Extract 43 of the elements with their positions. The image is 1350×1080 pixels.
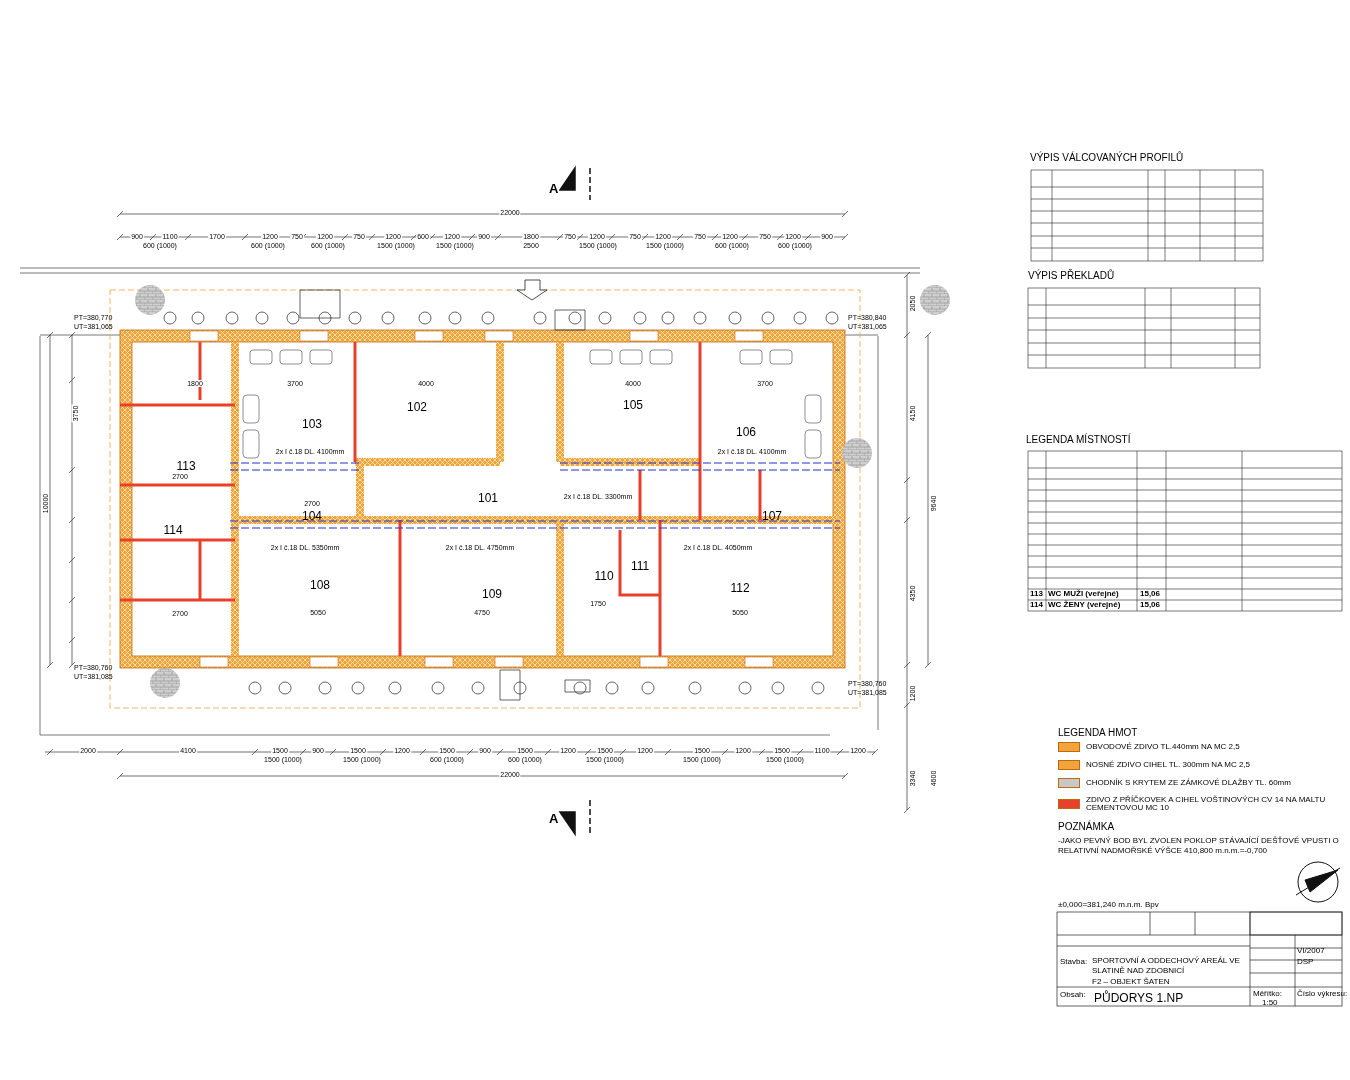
room-number: 111 <box>630 560 650 572</box>
note-text: -JAKO PEVNÝ BOD BYL ZVOLEN POKLOP STÁVAJÍCÍ DEŠŤOVÉ VPUSTI O RELATIVNÍ NADMOŘSKÉ VÝŠCE 410,800 m.n.m.=-0,700 <box>1058 836 1340 856</box>
legend-text: OBVODOVÉ ZDIVO TL.440mm NA MC 2,5 <box>1086 743 1241 751</box>
section-label: A <box>548 182 560 195</box>
room-number: 114 <box>163 524 183 536</box>
room-number: 106 <box>736 426 756 438</box>
room-number: 105 <box>623 399 643 411</box>
room-number: 101 <box>478 492 498 504</box>
title-block-text: VI/2007 <box>1297 946 1325 956</box>
legend-text: ZDIVO Z PŘÍČKOVEK A CIHEL VOŠTINOVÝCH CV 14 NA MALTU CEMENTOVOU MC 10 <box>1086 796 1327 812</box>
title-block-text: Měřítko: <box>1253 989 1282 999</box>
room-number: 110 <box>594 570 614 582</box>
room-number: 112 <box>730 582 750 594</box>
table-heading: LEGENDA HMOT <box>1058 728 1138 738</box>
table-heading: VÝPIS VÁLCOVANÝCH PROFILŮ <box>1030 153 1184 163</box>
section-label: A <box>548 812 560 825</box>
title-block-text: DSP <box>1297 957 1314 967</box>
room-number: 103 <box>302 418 322 430</box>
legend-text: CHODNÍK S KRYTEM ZE ZÁMKOVÉ DLAŽBY TL. 60mm <box>1086 779 1292 787</box>
room-number: 102 <box>407 401 427 413</box>
table-heading: LEGENDA MÍSTNOSTÍ <box>1026 435 1131 445</box>
room-number: 108 <box>310 579 330 591</box>
legend-text: NOSNÉ ZDIVO CIHEL TL. 300mm NA MC 2,5 <box>1086 761 1252 769</box>
room-number: 113 <box>176 460 196 472</box>
table-cell-text: 113 <box>1030 590 1043 598</box>
title-block-text: F2 – OBJEKT ŠATEN <box>1092 977 1170 987</box>
room-number: 104 <box>302 510 322 522</box>
table-cell-text: WC MUŽI (veřejné) <box>1048 590 1119 598</box>
title-block-text: PŮDORYS 1.NP <box>1094 991 1184 1006</box>
title-block-text: Obsah: <box>1060 990 1086 1000</box>
title-block-text: Číslo výkresu: <box>1297 989 1348 999</box>
table-heading: POZNÁMKA <box>1058 822 1115 832</box>
title-block-text: ±0,000=381,240 m.n.m. Bpv <box>1058 900 1159 910</box>
table-cell-text: 15,06 <box>1140 601 1161 609</box>
title-block-text: SPORTOVNÍ A ODDECHOVÝ AREÁL VE SLATINĚ NAD ZDOBNICÍ <box>1092 956 1241 976</box>
room-number: 107 <box>762 510 782 522</box>
title-block-text: 1:50 <box>1262 998 1278 1008</box>
table-cell-text: 15,06 <box>1140 590 1161 598</box>
table-cell-text: WC ŽENY (veřejné) <box>1048 601 1121 609</box>
table-cell-text: 114 <box>1030 601 1043 609</box>
title-block-text: Stavba: <box>1060 957 1088 967</box>
table-heading: VÝPIS PŘEKLADŮ <box>1028 271 1115 281</box>
room-number: 109 <box>482 588 502 600</box>
